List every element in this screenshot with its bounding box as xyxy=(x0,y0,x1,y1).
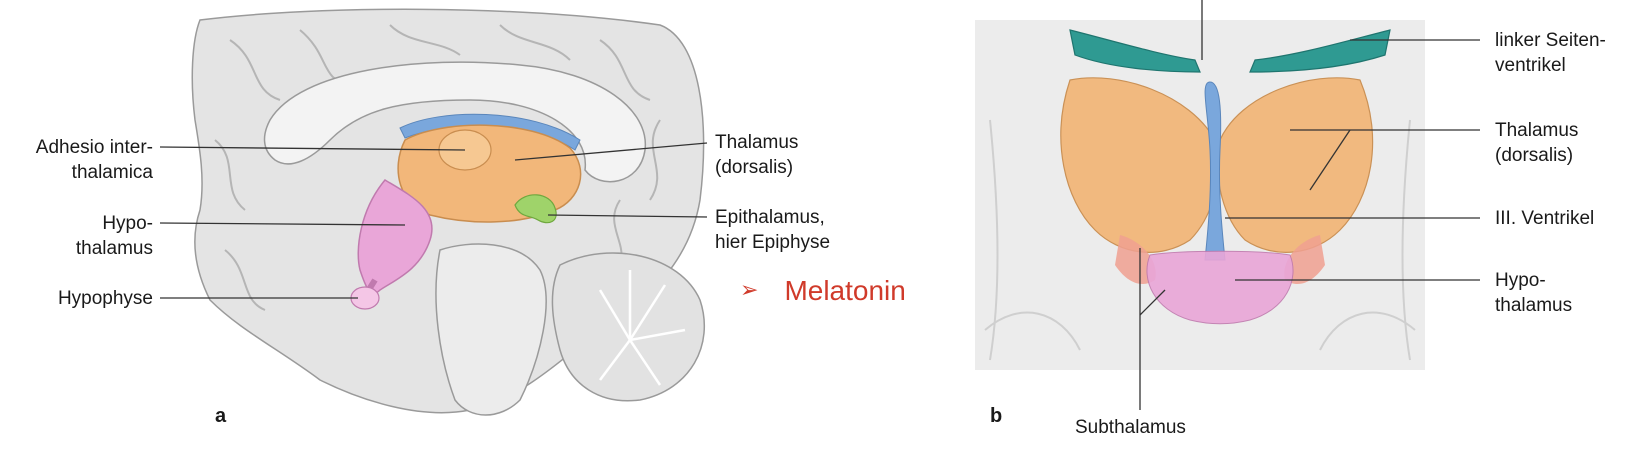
hypothalamus-b xyxy=(1146,250,1294,325)
epithalamus-epiphyse xyxy=(514,194,557,224)
label-line: Hypophyse xyxy=(57,288,153,309)
panel-letter-a: a xyxy=(215,405,227,427)
arrow-icon: ➢ xyxy=(740,277,759,302)
label-line: (dorsalis) xyxy=(1495,145,1574,166)
thalamus-b-right xyxy=(1217,77,1374,253)
label-hypophyse: Hypophyse xyxy=(10,286,153,311)
label-adhesio-interthalamica: Adhesio inter- thalamica xyxy=(10,135,153,185)
label-line: Thalamus xyxy=(715,132,799,153)
leader-lines-b xyxy=(1139,0,1480,410)
brainstem xyxy=(435,243,547,416)
label-line: Subthalamus xyxy=(1075,417,1186,438)
label-line: III. Ventrikel xyxy=(1495,208,1595,229)
hypothalamus-a xyxy=(357,179,433,294)
label-line: Hypo- xyxy=(102,213,153,234)
thalamus-b-left xyxy=(1060,77,1219,253)
label-line: thalamica xyxy=(71,162,153,183)
panel-b-coronal-section xyxy=(975,20,1425,370)
label-hypothalamus-b: Hypo- thalamus xyxy=(1495,268,1572,318)
label-line: Epithalamus, xyxy=(715,207,825,228)
label-line: thalamus xyxy=(1495,295,1573,316)
label-epithalamus: Epithalamus, hier Epiphyse xyxy=(715,205,830,255)
label-line: thalamus xyxy=(75,238,153,259)
subthalamus-region xyxy=(1115,235,1325,285)
label-line: linker Seiten- xyxy=(1495,30,1606,51)
label-line: Adhesio inter- xyxy=(35,137,153,158)
label-line: hier Epiphyse xyxy=(715,232,831,253)
label-line: (dorsalis) xyxy=(715,157,794,178)
leader-lines-a xyxy=(159,142,708,299)
melatonin-annotation: ➢ Melatonin xyxy=(740,275,906,307)
label-iii-ventrikel: III. Ventrikel xyxy=(1495,206,1594,231)
label-line: Hypo- xyxy=(1495,270,1546,291)
panel-letter-b: b xyxy=(990,405,1003,427)
panel-a-sagittal-brain xyxy=(191,8,705,416)
label-linker-seitenventrikel: linker Seiten- ventrikel xyxy=(1495,28,1606,78)
melatonin-text: Melatonin xyxy=(784,275,906,306)
label-line: Thalamus xyxy=(1495,120,1579,141)
label-thalamus-a: Thalamus (dorsalis) xyxy=(715,130,798,180)
label-subthalamus: Subthalamus xyxy=(1075,415,1186,440)
lateral-ventricles xyxy=(1069,29,1391,73)
label-hypothalamus-a: Hypo- thalamus xyxy=(10,211,153,261)
label-thalamus-b: Thalamus (dorsalis) xyxy=(1495,118,1578,168)
cerebellum xyxy=(551,252,705,402)
corpus-callosum xyxy=(263,61,646,183)
label-line: ventrikel xyxy=(1495,55,1566,76)
